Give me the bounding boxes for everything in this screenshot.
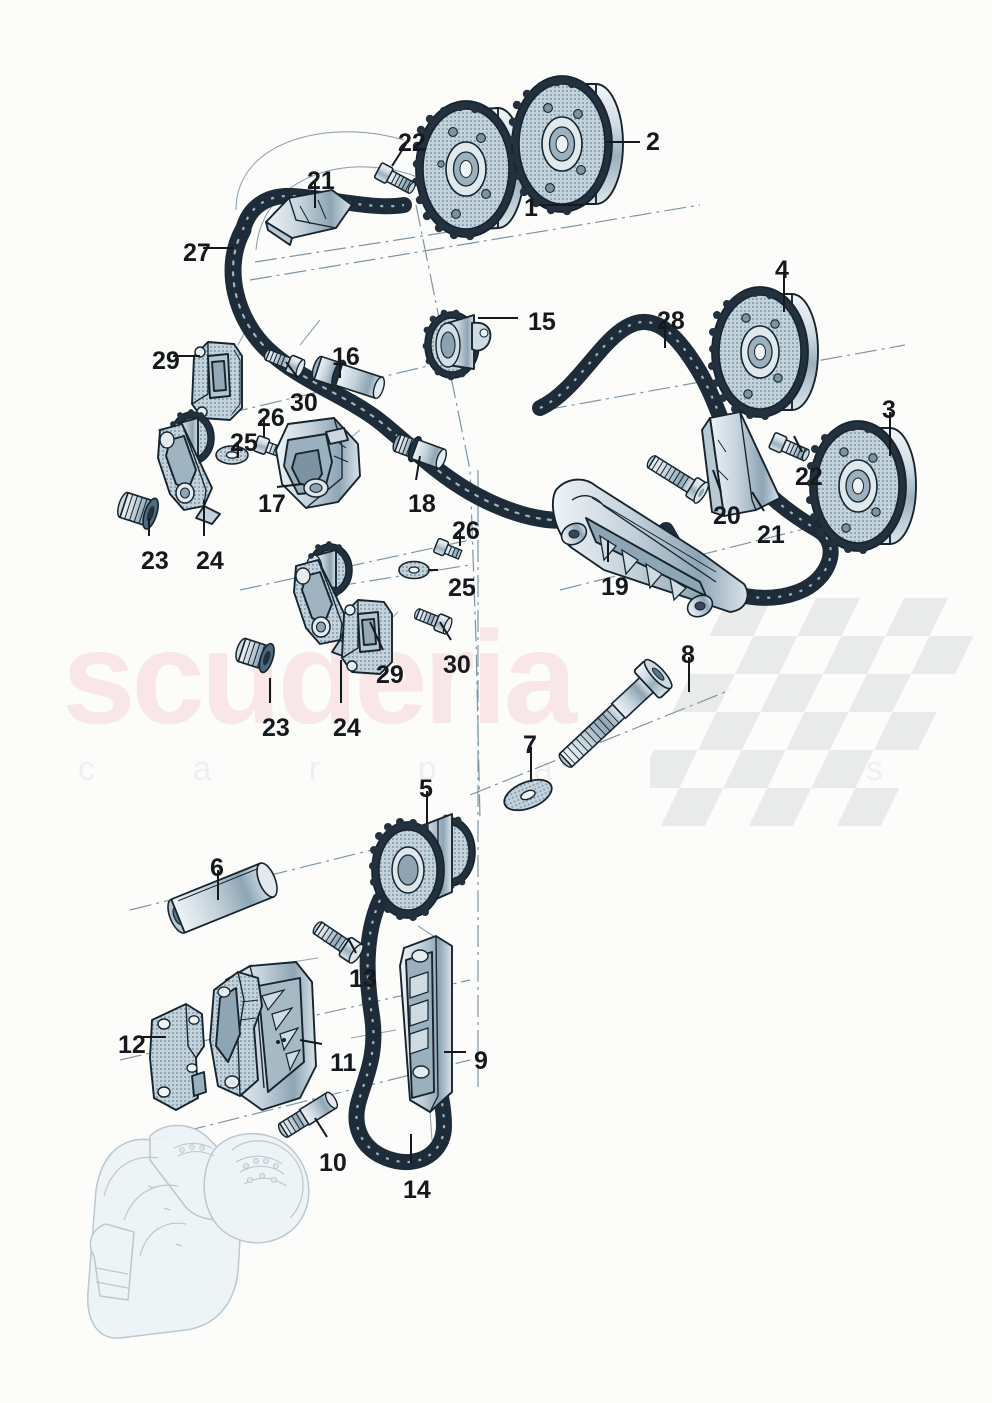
callout-pivot-stud-long: 16 [332, 343, 360, 371]
callout-pivot-stud-short: 18 [408, 490, 436, 518]
tensioner-banjo-bolt-upper [117, 491, 159, 530]
callout-tensioner-bracket-lower: 29 [376, 661, 404, 689]
camshaft-adjuster-exhaust-bank2 [806, 420, 917, 554]
chain-guide-rail-lower [399, 935, 453, 1113]
callout-spacer-sleeve: 6 [210, 854, 224, 882]
callout-hex-flange-bolt-upper: 13 [349, 965, 377, 993]
hex-bolt-bracket-lower [413, 608, 453, 635]
washer-large [503, 778, 553, 812]
callout-camshaft-adjuster-intake-bank1: 1 [524, 194, 538, 222]
callout-intermediate-sprocket-assembly: 15 [528, 308, 556, 336]
leader-lines [136, 141, 891, 1164]
callout-washer-large: 7 [523, 731, 537, 759]
tensioner-bracket-lower [341, 599, 393, 675]
callout-camshaft-adjuster-exhaust-bank1: 2 [646, 128, 660, 156]
callout-camshaft-adjuster-intake-bank2: 4 [775, 256, 789, 284]
callout-crankshaft-bolt-long: 8 [681, 641, 695, 669]
chain-damping-pad-bank2 [701, 411, 781, 517]
crankshaft-bolt-long [558, 658, 673, 768]
callout-hex-bolt-adjuster-bank2: 22 [795, 463, 823, 491]
callout-tensioner-bracket-upper: 29 [152, 347, 180, 375]
callout-chain-tensioner-guide-upper: 17 [258, 490, 286, 518]
callout-mounting-bracket-plate: 12 [118, 1031, 146, 1059]
chain-damping-pad-upper [265, 189, 353, 246]
callout-chain-tensioner-rail-assembly: 11 [330, 1049, 357, 1077]
hex-bolt-small-lower [433, 537, 463, 560]
washer-small-upper [215, 445, 249, 465]
stud-bolt-lower [277, 1091, 339, 1138]
callout-tensioner-banjo-bolt-lower: 23 [262, 714, 290, 742]
callout-hex-bolt-small-lower: 26 [452, 517, 480, 545]
chain-tensioner-guide-upper [275, 417, 361, 509]
tensioner-bracket-upper [191, 341, 243, 421]
callout-hex-bolt-bracket-lower: 30 [443, 651, 471, 679]
timing-chain-lower [348, 892, 453, 1171]
hex-bolt-adjuster-bank2 [768, 432, 810, 462]
spacer-sleeve [167, 862, 278, 934]
callout-timing-chain-upper-bank2: 28 [657, 307, 685, 335]
tensioner-bolt [646, 455, 710, 504]
callout-chain-damping-pad-upper: 21 [307, 167, 335, 195]
camshaft-adjuster-intake-bank2 [708, 286, 819, 420]
callout-tensioner-bolt: 20 [713, 502, 741, 530]
callout-chain-damping-pad-bank2: 21 [757, 521, 785, 549]
callout-crankshaft-double-sprocket: 5 [419, 775, 433, 803]
callout-hex-bolt-small-upper: 26 [257, 404, 285, 432]
hex-bolt-adjuster-bank1 [373, 162, 416, 195]
chain-tensioner-lever-lower [293, 541, 357, 659]
chain-tensioner-rail-assembly [209, 961, 317, 1111]
callout-camshaft-adjuster-exhaust-bank2: 3 [882, 396, 896, 424]
washer-small-lower [398, 560, 430, 580]
callout-stud-bolt-lower: 10 [319, 1149, 347, 1177]
callout-hex-bolt-bracket-upper: 30 [290, 389, 318, 417]
camshaft-adjuster-intake-bank1 [411, 100, 525, 241]
callout-timing-chain-lower: 14 [403, 1176, 431, 1204]
chain-tensioner-lever-upper [157, 409, 221, 525]
mounting-bracket-plate [149, 1003, 207, 1111]
callout-chain-tensioner-lever-lower: 24 [333, 714, 361, 742]
callout-chain-guide-rail-lower: 9 [474, 1047, 488, 1075]
callout-tensioner-banjo-bolt-upper: 23 [141, 547, 169, 575]
timing-chain-upper-bank1 [224, 187, 575, 529]
callout-hex-bolt-adjuster-bank1: 22 [398, 129, 426, 157]
callout-washer-small-lower: 25 [448, 574, 476, 602]
hex-flange-bolt-upper [312, 921, 364, 964]
crankshaft-ghost-outline [87, 1124, 310, 1339]
callout-chain-tensioner-lever-upper: 24 [196, 547, 224, 575]
chain-guide-rail-long-bank2 [551, 478, 749, 618]
tensioner-banjo-bolt-lower [235, 637, 275, 674]
pivot-stud-long [311, 355, 386, 400]
crankshaft-double-sprocket [369, 813, 476, 921]
callout-timing-chain-upper-bank1: 27 [183, 239, 211, 267]
callout-chain-guide-rail-long-bank2: 19 [601, 573, 629, 601]
callout-washer-small-upper: 25 [230, 429, 258, 457]
intermediate-sprocket-assembly [422, 309, 492, 381]
camshaft-adjuster-exhaust-bank1 [507, 75, 624, 216]
